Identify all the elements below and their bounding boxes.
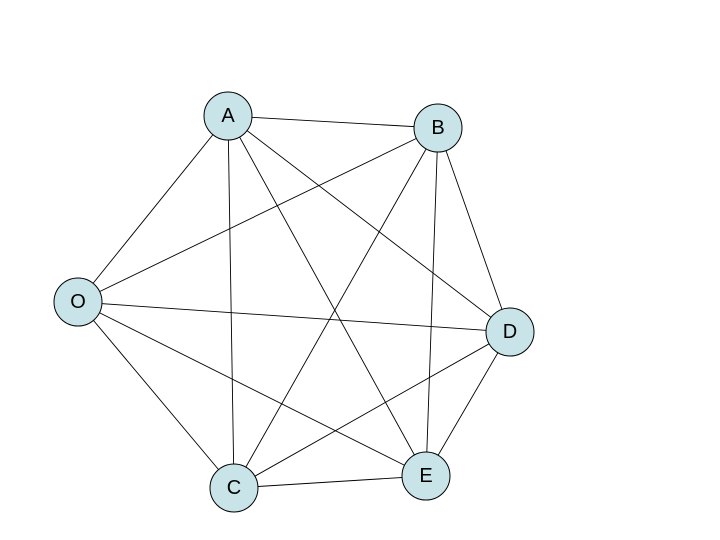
edge-o-c <box>77 301 235 489</box>
node-o-circle <box>53 277 103 327</box>
edge-o-e <box>77 301 427 477</box>
edges-layer <box>77 115 511 489</box>
edge-c-e <box>233 475 427 489</box>
node-o: O <box>53 277 103 327</box>
node-e-circle <box>401 451 451 501</box>
edge-b-c <box>233 127 439 489</box>
node-d-label: D <box>503 321 517 343</box>
node-c: C <box>209 463 259 513</box>
edge-d-e <box>425 331 511 477</box>
edge-d-c <box>233 331 511 489</box>
node-o-label: O <box>70 291 86 313</box>
node-e: E <box>401 451 451 501</box>
edge-b-e <box>425 127 439 477</box>
edge-b-d <box>437 127 511 333</box>
node-b-circle <box>413 103 463 153</box>
edge-a-b <box>227 115 439 129</box>
node-d-circle <box>485 307 535 357</box>
node-e-label: E <box>419 465 432 487</box>
node-a-circle <box>203 91 253 141</box>
node-c-label: C <box>227 477 241 499</box>
edge-a-d <box>227 115 511 333</box>
node-a-label: A <box>221 105 235 127</box>
node-b-label: B <box>431 117 444 139</box>
edge-o-d <box>77 301 511 333</box>
node-c-circle <box>209 463 259 513</box>
edge-a-c <box>227 115 235 489</box>
node-b: B <box>413 103 463 153</box>
edge-a-o <box>77 115 229 303</box>
edge-a-e <box>227 115 427 477</box>
nodes-layer: A B O D C E <box>53 91 535 513</box>
edge-b-o <box>77 127 439 303</box>
node-d: D <box>485 307 535 357</box>
node-a: A <box>203 91 253 141</box>
